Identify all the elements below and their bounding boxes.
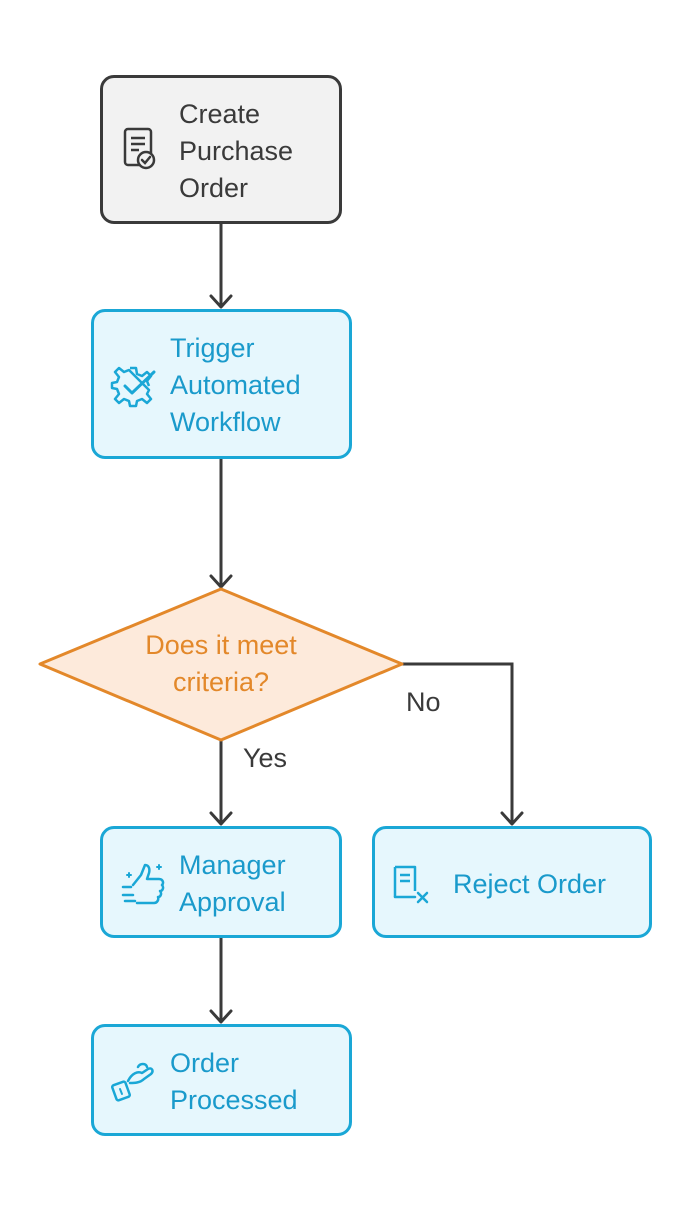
decision-diamond	[38, 587, 404, 742]
hand-package-icon	[110, 1062, 154, 1102]
edge-create-to-trigger	[209, 224, 233, 309]
edge-label-no: No	[406, 687, 441, 717]
node-label: Create Purchase Order	[179, 99, 294, 203]
node-manager-approval: Manager Approval	[100, 826, 342, 938]
node-label: Manager Approval	[179, 850, 286, 917]
thumbs-up-icon	[121, 863, 165, 905]
edge-approval-to-processed	[209, 938, 233, 1024]
node-label: Order Processed	[170, 1048, 298, 1115]
node-label: Trigger Automated Workflow	[170, 333, 301, 437]
node-trigger-automated-workflow: Trigger Automated Workflow	[91, 309, 352, 459]
node-reject-order: Reject Order	[372, 826, 652, 938]
document-check-icon	[123, 127, 156, 170]
edge-decision-yes-to-approval	[209, 740, 233, 826]
node-order-processed: Order Processed	[91, 1024, 352, 1136]
node-label: Reject Order	[453, 869, 607, 899]
edge-trigger-to-decision	[209, 459, 233, 589]
gear-check-icon	[110, 366, 156, 408]
edge-decision-no-to-reject	[402, 662, 524, 826]
decision-label: Does it meet criteria?	[145, 630, 297, 697]
node-create-purchase-order: Create Purchase Order	[100, 75, 342, 224]
edge-label-yes: Yes	[243, 743, 288, 773]
document-x-icon	[393, 865, 429, 904]
